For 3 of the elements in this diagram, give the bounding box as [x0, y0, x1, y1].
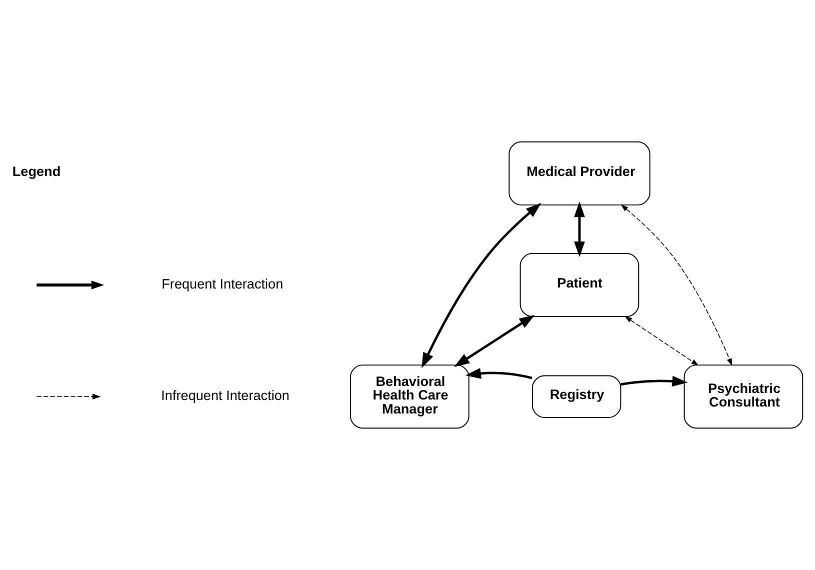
legend-label: Infrequent Interaction — [161, 388, 290, 404]
label: Legend — [12, 164, 61, 180]
legend-label: Frequent Interaction — [162, 276, 284, 292]
